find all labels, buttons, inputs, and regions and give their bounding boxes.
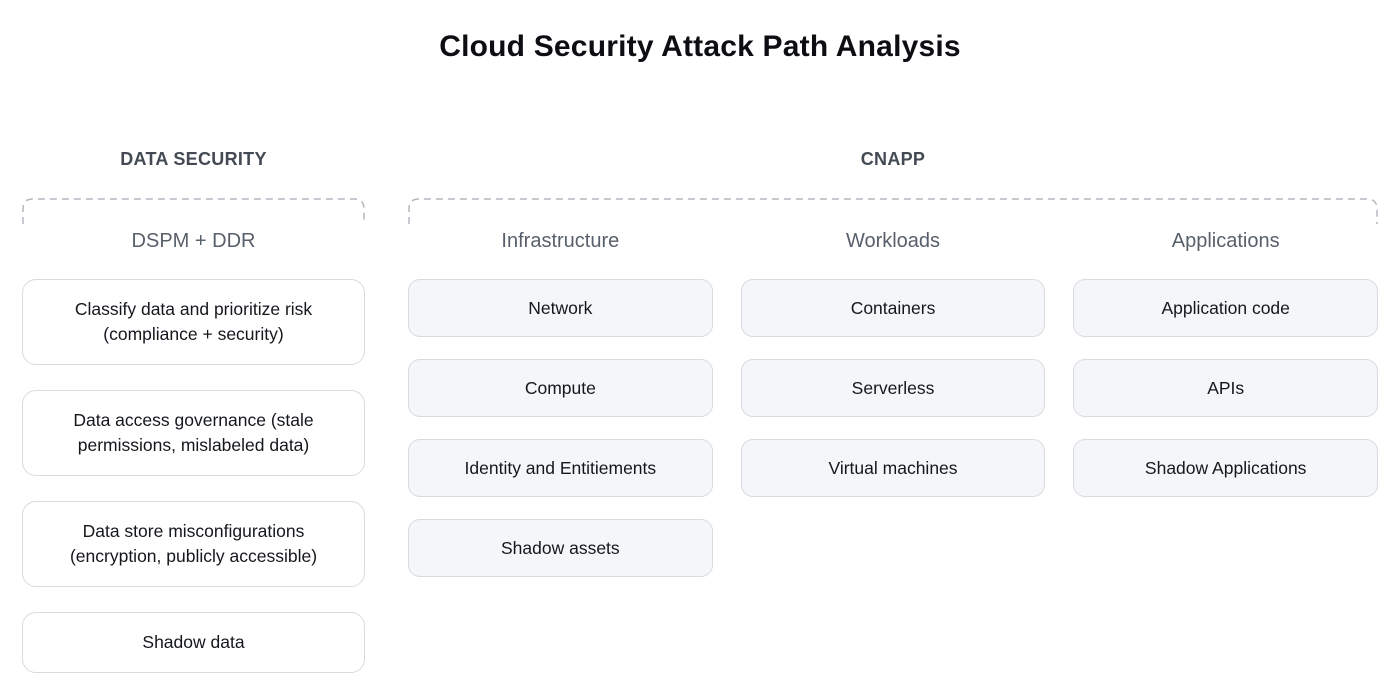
workloads-card-virtual-machines: Virtual machines [740, 439, 1046, 497]
cnapp-header: CNAPP [860, 149, 926, 169]
cnapp-column-workloads: Workloads Containers Serverless Virtual … [740, 228, 1046, 577]
dspm-card-data-access-governance: Data access governance (stale permission… [22, 390, 365, 476]
data-security-header: DATA SECURITY [120, 149, 267, 169]
data-security-section: DATA SECURITY DSPM + DDR Classify data a… [22, 148, 365, 673]
applications-card-shadow-applications: Shadow Applications [1073, 439, 1379, 497]
workloads-card-serverless: Serverless [740, 359, 1046, 417]
infrastructure-card-identity-entitlements: Identity and Entitiements [408, 439, 713, 497]
infrastructure-label: Infrastructure [501, 230, 620, 252]
infrastructure-card-network: Network [408, 279, 713, 337]
dspm-ddr-label: DSPM + DDR [131, 230, 256, 252]
infrastructure-card-compute: Compute [408, 359, 713, 417]
infrastructure-card-shadow-assets: Shadow assets [408, 519, 713, 577]
cnapp-section: CNAPP Infrastructure Network Compute Ide… [408, 148, 1379, 577]
cnapp-column-applications: Applications Application code APIs Shado… [1073, 228, 1379, 577]
cnapp-columns: Infrastructure Network Compute Identity … [408, 228, 1379, 577]
dspm-card-list: Classify data and prioritize risk (compl… [22, 279, 365, 673]
dspm-card-classify-data: Classify data and prioritize risk (compl… [22, 279, 365, 365]
applications-label: Applications [1171, 230, 1280, 252]
workloads-card-containers: Containers [740, 279, 1046, 337]
infrastructure-card-list: Network Compute Identity and Entitiement… [408, 279, 713, 577]
workloads-label: Workloads [845, 230, 941, 252]
cnapp-column-infrastructure: Infrastructure Network Compute Identity … [408, 228, 713, 577]
data-security-dashed-outline [22, 198, 365, 224]
workloads-card-list: Containers Serverless Virtual machines [740, 279, 1046, 497]
dspm-card-data-store-misconfigurations: Data store misconfigurations (encryption… [22, 501, 365, 587]
cnapp-dashed-outline [408, 198, 1378, 224]
page-title: Cloud Security Attack Path Analysis [439, 30, 961, 63]
applications-card-list: Application code APIs Shadow Application… [1073, 279, 1379, 497]
applications-card-apis: APIs [1073, 359, 1379, 417]
dspm-card-shadow-data: Shadow data [22, 612, 365, 673]
applications-card-application-code: Application code [1073, 279, 1379, 337]
